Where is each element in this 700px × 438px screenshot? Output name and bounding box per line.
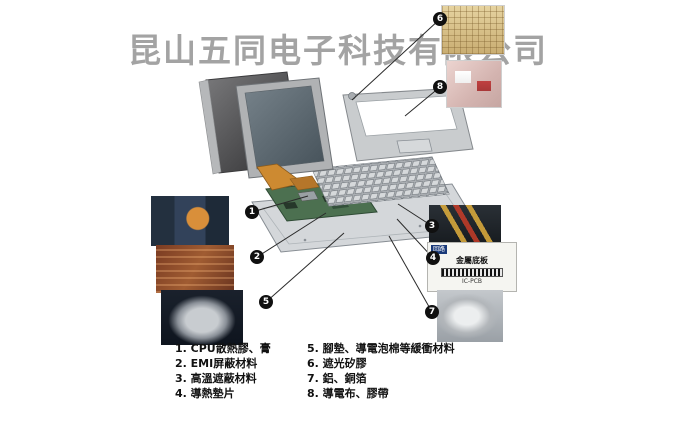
- photo-metal-foil-part: [437, 290, 503, 342]
- photo-emi-shield-board: [156, 245, 234, 293]
- photo-conductive-cloth: [441, 5, 505, 55]
- legend-item-8: 8. 導電布、膠帶: [307, 387, 389, 400]
- flex-cable-part: [256, 163, 320, 191]
- callout-badge-8: 8: [433, 80, 447, 94]
- inset-tag-label: 回路: [431, 245, 448, 254]
- callout-badge-4: 4: [426, 251, 440, 265]
- callout-badge-1: 1: [245, 205, 259, 219]
- legend-item-2: 2. EMI屏蔽材料: [175, 357, 258, 370]
- inset-structure-diagram: 回路 金屬底板 IC-PCB: [427, 242, 517, 292]
- inset-caption-label: IC-PCB: [461, 278, 483, 285]
- top-case-part: [342, 86, 474, 162]
- callout-badge-6: 6: [433, 12, 447, 26]
- inset-title-label: 金屬底板: [456, 256, 488, 265]
- keyboard-part: [311, 156, 450, 207]
- callout-badge-3: 3: [425, 219, 439, 233]
- photo-tape-samples: [446, 60, 502, 108]
- photo-shield-plate: [161, 290, 243, 345]
- photo-cpu-thermal-board: [151, 196, 229, 246]
- legend-item-6: 6. 遮光矽膠: [307, 357, 367, 370]
- legend-item-5: 5. 腳墊、導電泡棉等緩衝材料: [307, 342, 455, 355]
- legend-item-1: 1. CPU散熱膠、膏: [175, 342, 271, 355]
- callout-badge-5: 5: [259, 295, 273, 309]
- callout-badge-2: 2: [250, 250, 264, 264]
- legend-item-7: 7. 鋁、銅箔: [307, 372, 367, 385]
- legend-right-column: 5. 腳墊、導電泡棉等緩衝材料 6. 遮光矽膠 7. 鋁、銅箔 8. 導電布、膠…: [307, 341, 455, 401]
- legend-left-column: 1. CPU散熱膠、膏 2. EMI屏蔽材料 3. 高溫遮蔽材料 4. 導熱墊片: [175, 341, 271, 401]
- legend-item-4: 4. 導熱墊片: [175, 387, 235, 400]
- zebra-connector-graphic: [441, 268, 503, 277]
- callout-badge-7: 7: [425, 305, 439, 319]
- legend-item-3: 3. 高溫遮蔽材料: [175, 372, 257, 385]
- lcd-panel-part: [235, 77, 334, 179]
